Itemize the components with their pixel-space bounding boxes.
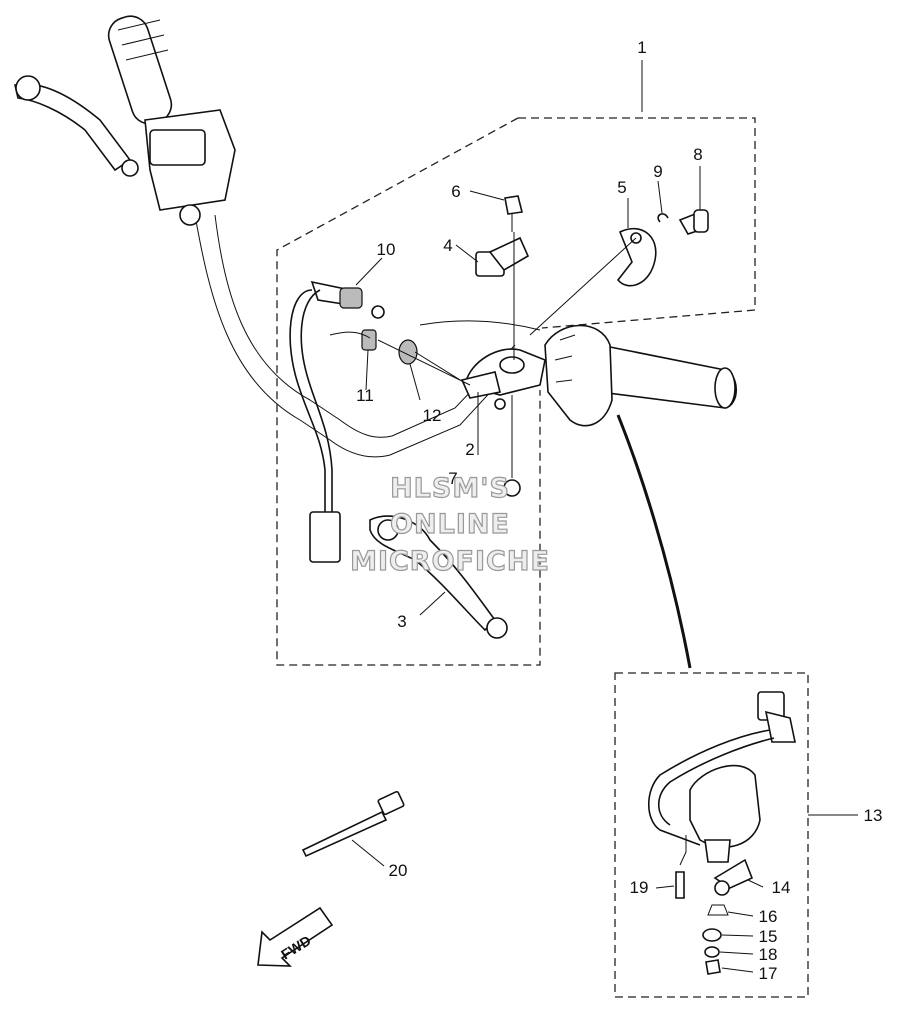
cable-tie (301, 790, 405, 858)
clutch-switch (289, 280, 471, 563)
clutch-lever (369, 515, 508, 639)
callout-15: 15 (759, 927, 778, 946)
callout-9: 9 (653, 162, 662, 181)
callout-6: 6 (451, 182, 460, 201)
watermark-line-1: HLSM'S (390, 473, 510, 504)
callout-numbers: 1 2 3 4 5 6 7 8 9 10 11 12 13 14 15 16 1… (356, 38, 882, 983)
callout-2: 2 (465, 440, 474, 459)
right-grip-assembly (544, 324, 738, 669)
lever-holder (460, 348, 546, 410)
watermark: HLSM'S ONLINE MICROFICHE (349, 472, 550, 577)
left-grip-assembly (14, 15, 236, 226)
callout-5: 5 (617, 178, 626, 197)
assembly-13-boundary (614, 672, 809, 998)
forward-arrow: FWD (257, 906, 334, 967)
callout-11: 11 (356, 386, 374, 405)
callout-18: 18 (759, 945, 778, 964)
callout-8: 8 (693, 145, 702, 164)
callout-14: 14 (772, 878, 791, 897)
callout-4: 4 (443, 236, 452, 255)
callout-16: 16 (759, 907, 778, 926)
leader-lines (351, 60, 858, 973)
callout-17: 17 (759, 964, 778, 983)
callout-13: 13 (864, 806, 883, 825)
callout-19: 19 (630, 878, 649, 897)
watermark-line-2: ONLINE (390, 509, 510, 540)
callout-7: 7 (448, 469, 457, 488)
callout-1: 1 (637, 38, 646, 57)
hardware (475, 195, 709, 497)
switch-assembly (648, 691, 796, 975)
callout-12: 12 (423, 406, 442, 425)
watermark-line-3: MICROFICHE (350, 546, 550, 577)
callout-10: 10 (377, 240, 396, 259)
callout-20: 20 (389, 861, 408, 880)
callout-3: 3 (397, 612, 406, 631)
assembly-1-boundary (276, 117, 756, 666)
handlebar (194, 214, 541, 458)
